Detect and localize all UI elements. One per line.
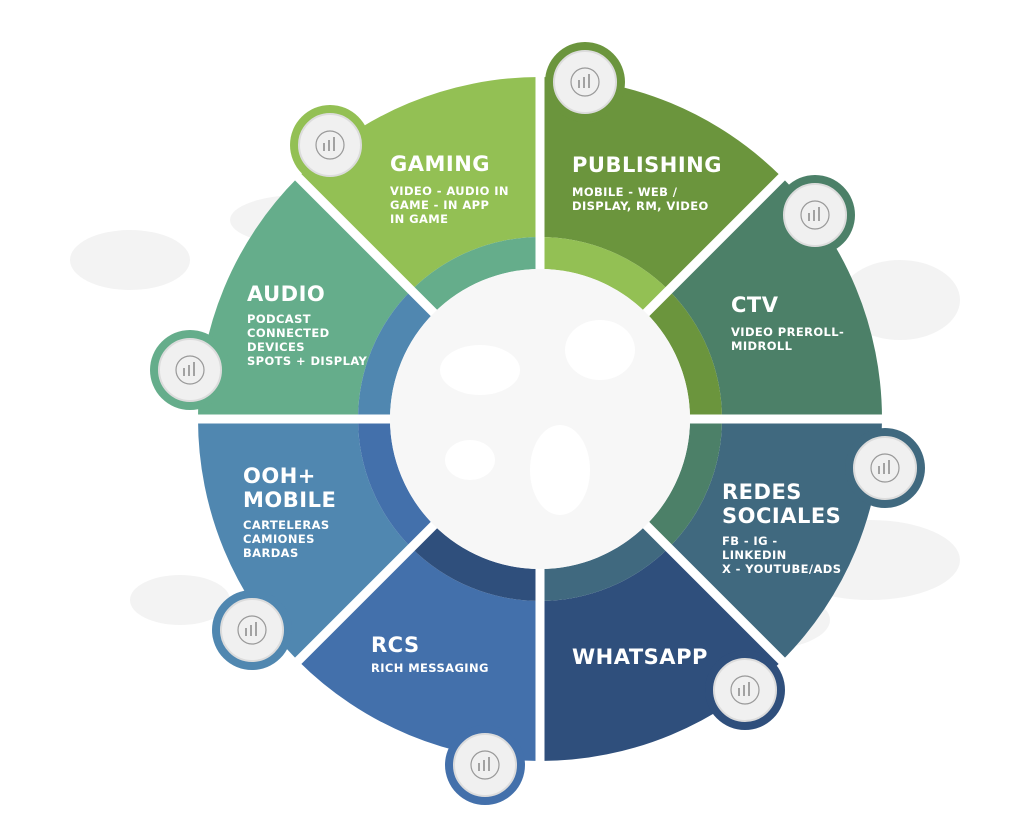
search-analytics-icon <box>158 338 222 402</box>
segment-subtitle: RICH MESSAGING <box>371 661 489 675</box>
globe-land-shape <box>440 345 520 395</box>
segment-title: OOH+ MOBILE <box>243 464 337 512</box>
monitor-chart-icon <box>853 436 917 500</box>
globe-land-shape <box>530 425 590 515</box>
segment-subtitle: CARTELERAS <box>243 518 330 532</box>
world-map-shape <box>840 260 960 340</box>
inner-ring-redes-sociales <box>646 419 722 548</box>
segment-subtitle: X - YOUTUBE/ADS <box>722 562 842 576</box>
segment-subtitle: IN GAME <box>390 212 449 226</box>
inner-ring-rcs <box>411 525 540 601</box>
chat-bubbles-icon-glyph <box>315 130 345 160</box>
lightbulb-icon <box>453 733 517 797</box>
globe-land-shape <box>445 440 495 480</box>
segment-subtitle: DISPLAY, RM, VIDEO <box>572 199 709 213</box>
segment-title: GAMING <box>390 152 491 176</box>
segment-subtitle: VIDEO PREROLL- <box>731 325 845 339</box>
segment-subtitle: GAME - IN APP <box>390 198 490 212</box>
segment-subtitle: DEVICES <box>247 340 305 354</box>
segment-title: REDES SOCIALES <box>722 480 842 528</box>
globe-land-shape <box>565 320 635 380</box>
segment-subtitle: PODCAST <box>247 312 312 326</box>
lightbulb-icon-glyph <box>470 750 500 780</box>
segment-subtitle: FB - IG - LINKEDIN <box>722 534 787 562</box>
inner-ring-whatsapp <box>540 525 669 601</box>
segment-title: WHATSAPP <box>572 645 708 669</box>
segment-subtitle: VIDEO - AUDIO IN <box>390 184 509 198</box>
clock-chart-icon <box>220 598 284 662</box>
segment-subtitle: MIDROLL <box>731 339 793 353</box>
inner-ring-ctv <box>646 290 722 419</box>
chat-bubbles-icon <box>298 113 362 177</box>
inner-ring-ooh-mobile <box>358 419 434 548</box>
monitor-chart-icon-glyph <box>870 453 900 483</box>
globe-search-icon <box>783 183 847 247</box>
segment-subtitle: CAMIONES <box>243 532 315 546</box>
label-publishing: PUBLISHING MOBILE - WEB /DISPLAY, RM, VI… <box>572 153 722 213</box>
inner-ring-publishing <box>540 237 669 313</box>
globe-search-icon-glyph <box>800 200 830 230</box>
segment-title: AUDIO <box>247 282 326 306</box>
bar-chart-growth-icon <box>553 50 617 114</box>
segment-subtitle: SPOTS + DISPLAY <box>247 354 368 368</box>
segment-title: RCS <box>371 633 420 657</box>
segment-title: PUBLISHING <box>572 153 722 177</box>
bar-chart-growth-icon-glyph <box>570 67 600 97</box>
people-group-icon-glyph <box>730 675 760 705</box>
clock-chart-icon-glyph <box>237 615 267 645</box>
segment-subtitle: CONNECTED <box>247 326 330 340</box>
search-analytics-icon-glyph <box>175 355 205 385</box>
inner-ring-audio <box>358 290 434 419</box>
inner-ring-gaming <box>411 237 540 313</box>
world-map-shape <box>130 575 230 625</box>
label-whatsapp: WHATSAPP <box>572 645 708 669</box>
segment-title: CTV <box>731 293 779 317</box>
world-map-shape <box>70 230 190 290</box>
people-group-icon <box>713 658 777 722</box>
label-ctv: CTV VIDEO PREROLL-MIDROLL <box>731 293 844 353</box>
segment-subtitle: MOBILE - WEB / <box>572 185 678 199</box>
center-globe <box>390 269 690 569</box>
label-rcs: RCS RICH MESSAGING <box>371 633 489 675</box>
segment-subtitle: BARDAS <box>243 546 299 560</box>
